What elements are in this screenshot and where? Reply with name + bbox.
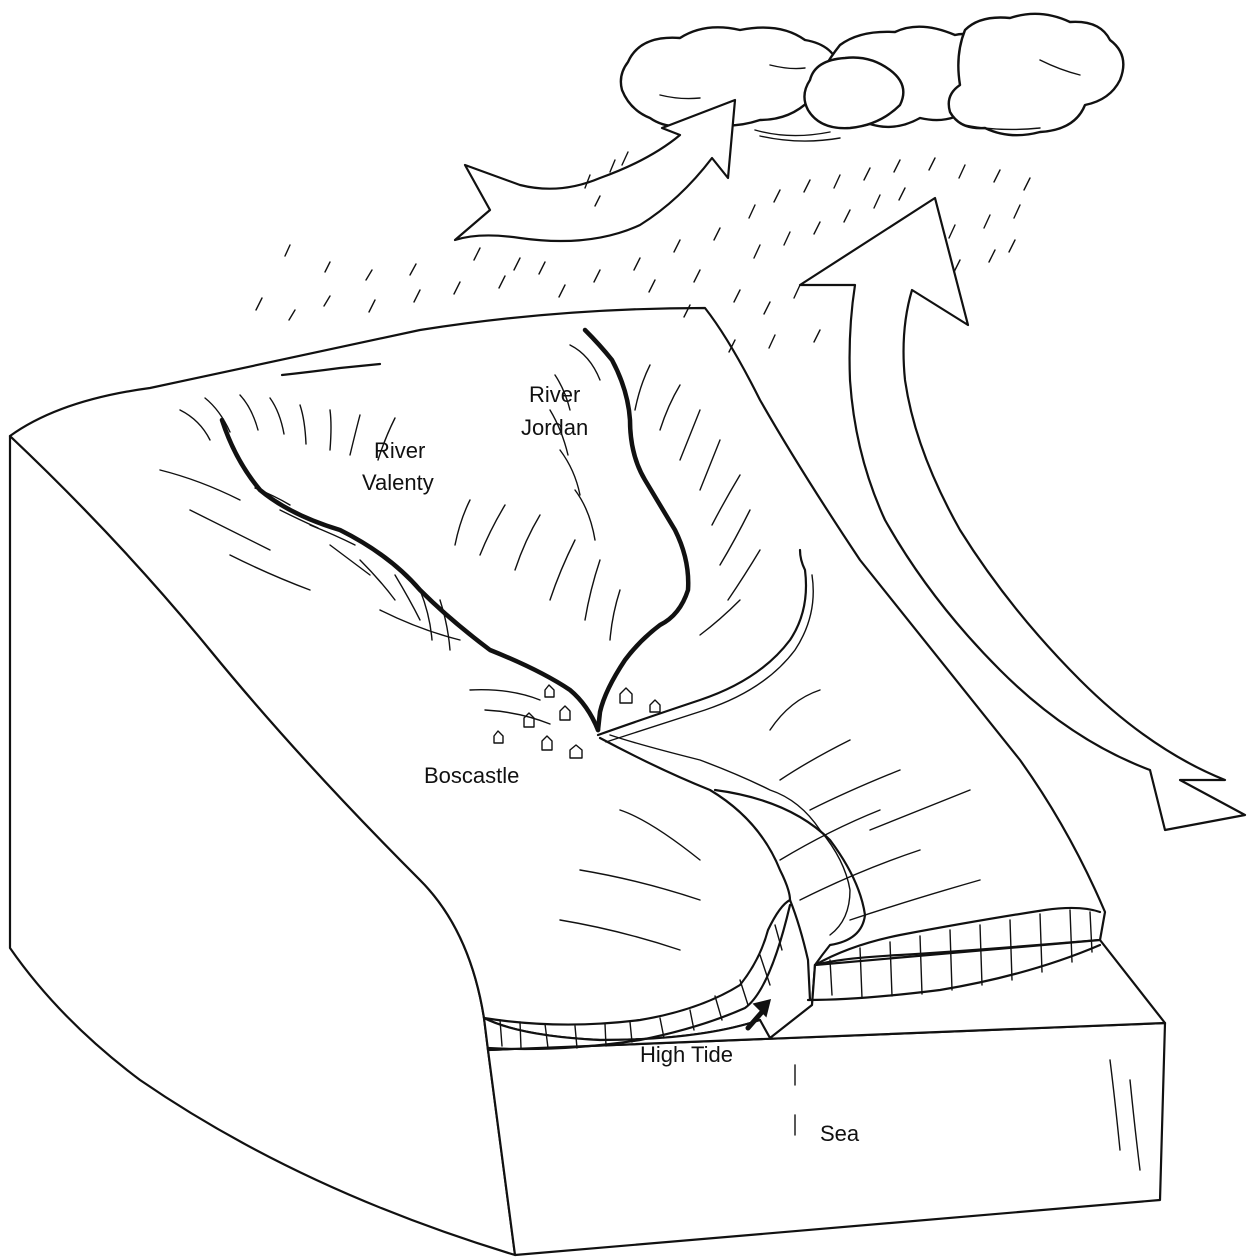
label-river-jordan-line1: River <box>529 382 580 407</box>
airflow-arrow-icon <box>455 100 735 241</box>
label-river-valenty-line2: Valenty <box>362 470 434 495</box>
label-sea: Sea <box>820 1121 860 1146</box>
label-river-jordan-line2: Jordan <box>521 415 588 440</box>
label-boscastle: Boscastle <box>424 763 519 788</box>
label-river-valenty-line1: River <box>374 438 425 463</box>
landmass-block <box>10 308 1165 1255</box>
cloud-icon <box>949 14 1124 135</box>
label-high-tide: High Tide <box>640 1042 733 1067</box>
